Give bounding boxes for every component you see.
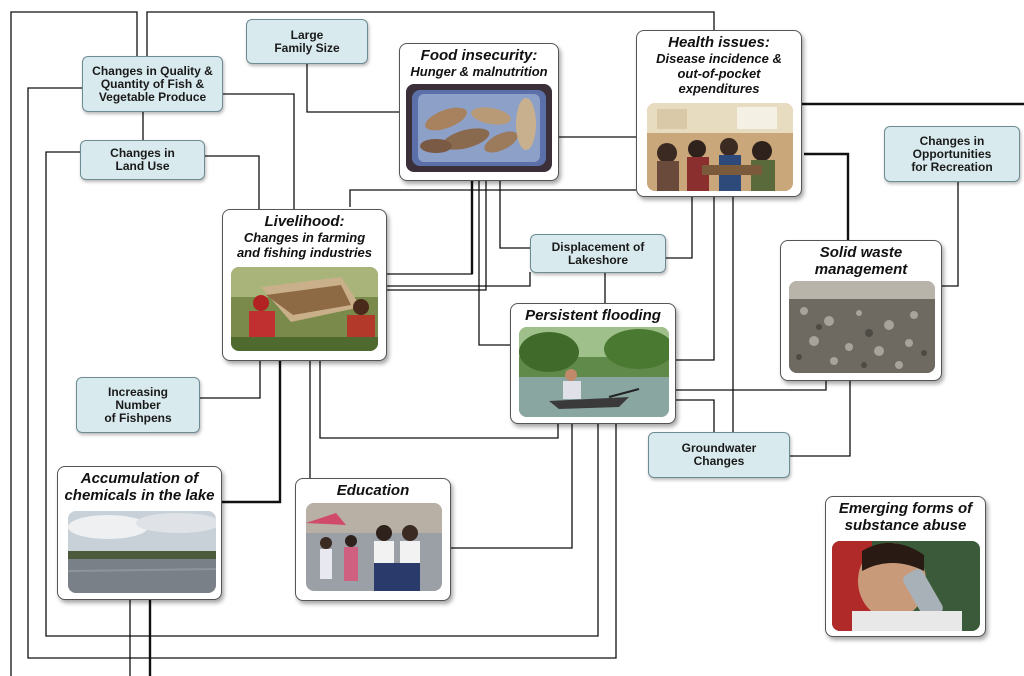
substance-abuse-title: Emerging forms of substance abuse xyxy=(838,500,973,534)
changes-land-use-box: Changes in Land Use xyxy=(80,140,205,180)
increasing-fishpens-box: Increasing Number of Fishpens xyxy=(76,377,200,433)
large-family-size-box: Large Family Size xyxy=(246,19,368,64)
garbage-photo xyxy=(789,281,935,373)
increasing-fishpens-label: Increasing Number of Fishpens xyxy=(104,384,172,425)
fishermen-photo xyxy=(231,267,378,351)
substance-abuse-card: Emerging forms of substance abuse xyxy=(825,496,986,637)
flood-photo xyxy=(519,327,669,417)
solid-waste-card: Solid waste management xyxy=(780,240,942,381)
health-issues-subtitle: Disease incidence & out-of-pocket expend… xyxy=(656,51,782,96)
changes-quality-fish-label: Changes in Quality & Quantity of Fish & … xyxy=(92,63,213,104)
lake-photo xyxy=(68,511,216,593)
drinking-photo xyxy=(832,541,980,631)
livelihood-title: Livelihood: xyxy=(264,213,345,230)
health-issues-title: Health issues: xyxy=(668,34,770,51)
displacement-lakeshore-label: Displacement of Lakeshore xyxy=(551,239,645,267)
changes-recreation-box: Changes in Opportunities for Recreation xyxy=(884,126,1020,182)
persistent-flooding-card: Persistent flooding xyxy=(510,303,676,424)
changes-land-use-label: Changes in Land Use xyxy=(110,146,175,173)
groundwater-changes-box: Groundwater Changes xyxy=(648,432,790,478)
food-insecurity-card: Food insecurity: Hunger & malnutrition xyxy=(399,43,559,181)
displacement-lakeshore-box: Displacement of Lakeshore xyxy=(530,234,666,273)
changes-recreation-label: Changes in Opportunities for Recreation xyxy=(911,133,993,174)
education-card: Education xyxy=(295,478,451,601)
health-issues-card: Health issues: Disease incidence & out-o… xyxy=(636,30,802,197)
accumulation-chemicals-title: Accumulation of chemicals in the lake xyxy=(64,470,215,504)
accumulation-chemicals-card: Accumulation of chemicals in the lake xyxy=(57,466,222,600)
changes-quality-fish-box: Changes in Quality & Quantity of Fish & … xyxy=(82,56,223,112)
students-photo xyxy=(306,503,442,591)
food-insecurity-title: Food insecurity: xyxy=(420,47,538,64)
education-title: Education xyxy=(336,482,410,499)
persistent-flooding-title: Persistent flooding xyxy=(525,307,661,324)
livelihood-subtitle: Changes in farming and fishing industrie… xyxy=(236,230,373,260)
fish-photo xyxy=(406,84,552,172)
livelihood-card: Livelihood: Changes in farming and fishi… xyxy=(222,209,387,361)
large-family-size-label: Large Family Size xyxy=(274,27,340,55)
clinic-photo xyxy=(647,103,793,191)
groundwater-changes-label: Groundwater Changes xyxy=(681,441,757,468)
solid-waste-title: Solid waste management xyxy=(814,244,908,278)
food-insecurity-subtitle: Hunger & malnutrition xyxy=(410,64,548,79)
